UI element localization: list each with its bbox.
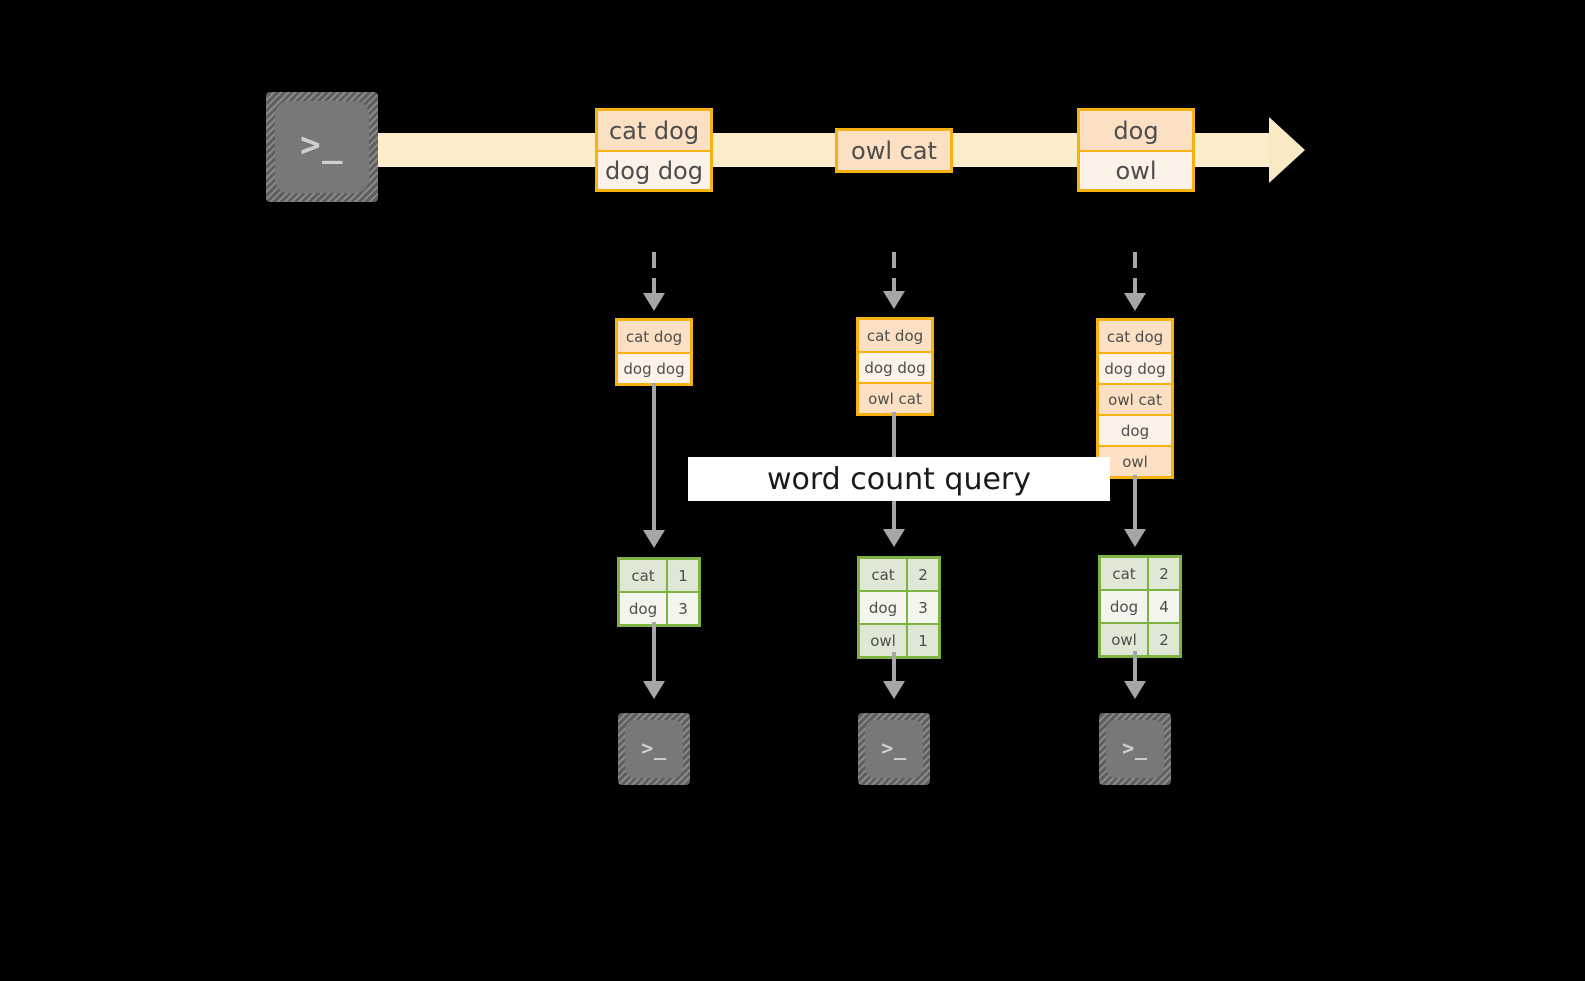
result-to-sink-arrowhead-3 xyxy=(1124,681,1146,699)
source-terminal-icon[interactable]: >_ xyxy=(266,92,378,202)
stream-to-snapshot-arrowhead-2 xyxy=(883,291,905,309)
terminal-screen: >_ xyxy=(1106,720,1164,778)
result-row: dog 3 xyxy=(860,590,938,623)
terminal-prompt-glyph: >_ xyxy=(881,736,907,760)
terminal-prompt-glyph: >_ xyxy=(300,125,344,165)
result-word: dog xyxy=(860,592,908,623)
result-to-sink-connector-1 xyxy=(652,622,656,684)
stream-record-line: cat dog xyxy=(598,111,710,150)
terminal-prompt-glyph: >_ xyxy=(1122,736,1148,760)
result-word: cat xyxy=(1101,558,1149,589)
stream-to-snapshot-arrowhead-3 xyxy=(1124,293,1146,311)
snapshot-line: dog dog xyxy=(618,352,690,383)
stream-record-line: owl cat xyxy=(838,131,950,170)
terminal-screen: >_ xyxy=(275,101,369,193)
terminal-screen: >_ xyxy=(865,720,923,778)
snapshot-to-result-connector-3 xyxy=(1133,475,1137,533)
result-to-sink-arrowhead-2 xyxy=(883,681,905,699)
result-count: 2 xyxy=(1149,624,1179,655)
result-3[interactable]: cat 2 dog 4 owl 2 xyxy=(1098,555,1182,658)
stream-record-batch-1[interactable]: cat dog dog dog xyxy=(595,108,713,192)
result-count: 2 xyxy=(1149,558,1179,589)
stream-record-line: dog dog xyxy=(598,150,710,189)
result-word: owl xyxy=(1101,624,1149,655)
snapshot-to-result-arrowhead-1 xyxy=(643,530,665,548)
snapshot-line: dog dog xyxy=(859,351,931,382)
stream-record-batch-2[interactable]: owl cat xyxy=(835,128,953,173)
query-caption-text: word count query xyxy=(766,461,1032,497)
stream-to-snapshot-connector-3 xyxy=(1133,252,1137,294)
stream-to-snapshot-connector-2 xyxy=(892,252,896,292)
snapshot-3[interactable]: cat dog dog dog owl cat dog owl xyxy=(1096,318,1174,479)
snapshot-line: owl xyxy=(1099,445,1171,476)
stream-to-snapshot-connector-1 xyxy=(652,252,656,294)
result-1[interactable]: cat 1 dog 3 xyxy=(617,557,701,627)
result-row: owl 2 xyxy=(1101,622,1179,655)
snapshot-to-result-arrowhead-3 xyxy=(1124,529,1146,547)
result-row: cat 2 xyxy=(1101,558,1179,589)
snapshot-line: owl cat xyxy=(859,382,931,413)
terminal-screen: >_ xyxy=(625,720,683,778)
snapshot-1[interactable]: cat dog dog dog xyxy=(615,318,693,386)
stream-record-line: owl xyxy=(1080,150,1192,189)
result-word: dog xyxy=(1101,591,1149,622)
result-row: cat 1 xyxy=(620,560,698,591)
result-row: dog 3 xyxy=(620,591,698,624)
snapshot-to-result-arrowhead-2 xyxy=(883,529,905,547)
result-count: 1 xyxy=(668,560,698,591)
result-count: 1 xyxy=(908,625,938,656)
snapshot-2[interactable]: cat dog dog dog owl cat xyxy=(856,317,934,416)
snapshot-line: cat dog xyxy=(1099,321,1171,352)
result-2[interactable]: cat 2 dog 3 owl 1 xyxy=(857,556,941,659)
query-caption: word count query xyxy=(688,457,1110,501)
result-to-sink-connector-2 xyxy=(892,652,896,684)
sink-terminal-icon-3[interactable]: >_ xyxy=(1099,713,1171,785)
result-count: 3 xyxy=(668,593,698,624)
result-count: 2 xyxy=(908,559,938,590)
snapshot-line: dog xyxy=(1099,414,1171,445)
snapshot-line: cat dog xyxy=(859,320,931,351)
result-row: cat 2 xyxy=(860,559,938,590)
snapshot-line: dog dog xyxy=(1099,352,1171,383)
snapshot-line: owl cat xyxy=(1099,383,1171,414)
result-to-sink-arrowhead-1 xyxy=(643,681,665,699)
stream-arrowhead xyxy=(1269,117,1305,183)
stream-record-line: dog xyxy=(1080,111,1192,150)
result-count: 4 xyxy=(1149,591,1179,622)
result-row: dog 4 xyxy=(1101,589,1179,622)
snapshot-to-result-connector-1 xyxy=(652,383,656,533)
result-word: dog xyxy=(620,593,668,624)
result-word: cat xyxy=(620,560,668,591)
result-to-sink-connector-3 xyxy=(1133,651,1137,684)
sink-terminal-icon-2[interactable]: >_ xyxy=(858,713,930,785)
result-count: 3 xyxy=(908,592,938,623)
terminal-prompt-glyph: >_ xyxy=(641,736,667,760)
stream-record-batch-3[interactable]: dog owl xyxy=(1077,108,1195,192)
snapshot-line: cat dog xyxy=(618,321,690,352)
result-word: cat xyxy=(860,559,908,590)
result-row: owl 1 xyxy=(860,623,938,656)
sink-terminal-icon-1[interactable]: >_ xyxy=(618,713,690,785)
stream-to-snapshot-arrowhead-1 xyxy=(643,293,665,311)
result-word: owl xyxy=(860,625,908,656)
